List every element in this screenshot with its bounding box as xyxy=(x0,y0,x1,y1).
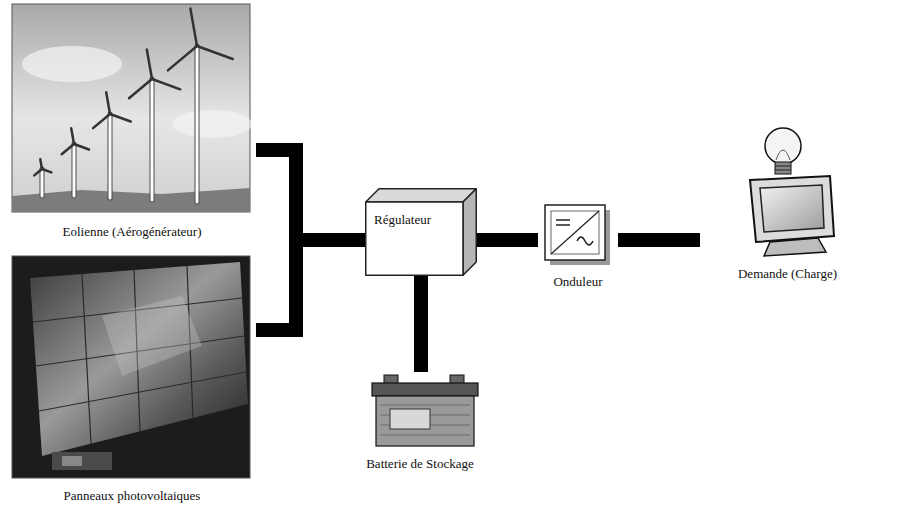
box-outline xyxy=(365,188,477,276)
solar-panel-node: Panneaux photovoltaiques xyxy=(8,256,256,506)
component-label: Demande (Charge) xyxy=(738,266,837,282)
inverter-icon xyxy=(545,205,610,265)
power-link xyxy=(414,276,428,372)
battery-icon xyxy=(372,375,478,446)
power-link xyxy=(256,150,365,240)
wind-turbine-node: Eolienne (Aérogénérateur) xyxy=(8,4,256,242)
load-node: Demande (Charge) xyxy=(700,118,875,284)
power-link xyxy=(477,233,538,247)
component-label: Eolienne (Aérogénérateur) xyxy=(63,224,202,240)
component-label: Batterie de Stockage xyxy=(366,456,474,472)
wind-photo xyxy=(12,4,252,212)
component-label: Panneaux photovoltaiques xyxy=(64,488,201,504)
battery-node: Batterie de Stockage xyxy=(345,372,495,474)
pv-photo xyxy=(12,256,250,478)
component-label: Onduleur xyxy=(553,274,602,290)
box-label: Régulateur xyxy=(374,212,431,228)
inverter-node: Onduleur xyxy=(538,200,618,292)
power-link xyxy=(256,240,365,330)
regulator-box: Régulateur xyxy=(365,188,477,276)
load-icon xyxy=(750,128,834,256)
power-link xyxy=(618,233,700,247)
